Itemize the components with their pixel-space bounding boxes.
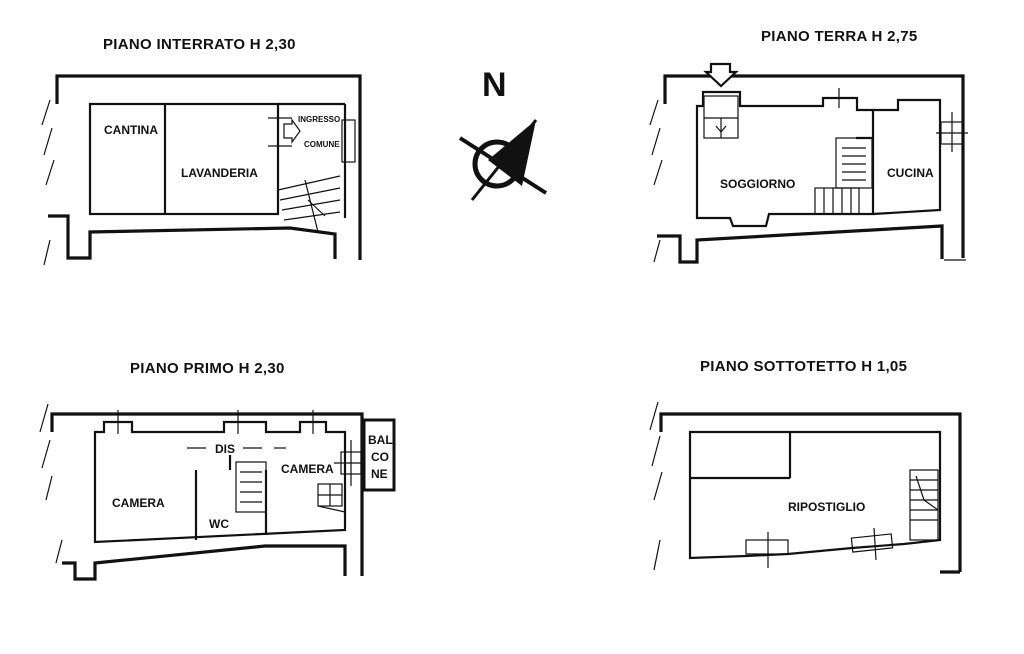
balcony-label-line3: NE	[371, 467, 388, 481]
ground-floor-title: PIANO TERRA H 2,75	[761, 28, 918, 45]
room-camera-right: CAMERA	[281, 462, 334, 476]
balcony-label-line1: BAL	[368, 433, 393, 447]
attic-title: PIANO SOTTOTETTO H 1,05	[700, 358, 907, 375]
attic-plan: RIPOSTIGLIO	[649, 401, 962, 574]
room-camera-left: CAMERA	[112, 496, 165, 510]
first-floor-plan: CAMERA DIS CAMERA WC BAL CO NE	[39, 403, 396, 581]
first-floor-title: PIANO PRIMO H 2,30	[130, 360, 285, 377]
room-ripostiglio: RIPOSTIGLIO	[788, 500, 865, 514]
north-compass-icon: N	[458, 66, 548, 201]
room-wc: WC	[209, 517, 229, 531]
room-cucina: CUCINA	[887, 166, 934, 180]
balcony-label-line2: CO	[371, 450, 389, 464]
basement-plan: CANTINA LAVANDERIA INGRESSO COMUNE	[41, 74, 362, 266]
ground-floor-plan: SOGGIORNO CUCINA	[649, 62, 968, 264]
room-soggiorno: SOGGIORNO	[720, 177, 795, 191]
room-ingresso: INGRESSO	[298, 115, 340, 124]
room-dis: DIS	[215, 442, 235, 456]
north-label: N	[482, 66, 507, 104]
room-cantina: CANTINA	[104, 123, 158, 137]
room-lavanderia: LAVANDERIA	[181, 166, 258, 180]
room-comune: COMUNE	[304, 140, 340, 149]
basement-title: PIANO INTERRATO H 2,30	[103, 36, 296, 53]
